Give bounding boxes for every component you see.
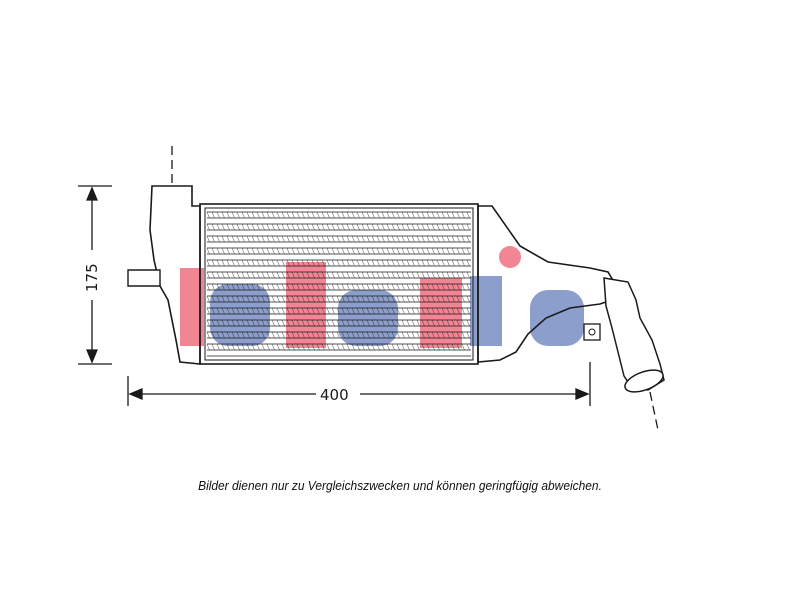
height-dimension-label: 175 [83,263,101,292]
fin-corrugation [206,235,470,243]
mounting-bracket-hole [588,328,596,336]
fin-corrugation [206,223,470,231]
brand-watermark [180,246,584,348]
fin-corrugation [206,211,470,219]
fin-corrugation [206,331,470,339]
disclaimer-caption: Bilder dienen nur zu Vergleichszwecken u… [198,478,602,493]
left-end-tank [149,185,201,365]
outlet-pipe-end [624,369,664,393]
fin-corrugation [206,283,470,291]
fin-corrugation [206,271,470,279]
fin-corrugation [206,259,470,267]
width-dimension [127,362,591,406]
width-dimension-label: 400 [320,386,349,404]
height-dimension [78,185,112,365]
cooling-fins [206,211,471,357]
outlet-centerline [649,391,659,431]
fin-corrugation [206,247,470,255]
fin-corrugation [206,343,470,351]
fin-corrugation [206,307,470,315]
intercooler-core [199,203,479,365]
mounting-bracket [583,323,601,341]
fin-corrugation [206,319,470,327]
left-mounting-pin [127,269,161,287]
fin-corrugation [206,295,470,303]
